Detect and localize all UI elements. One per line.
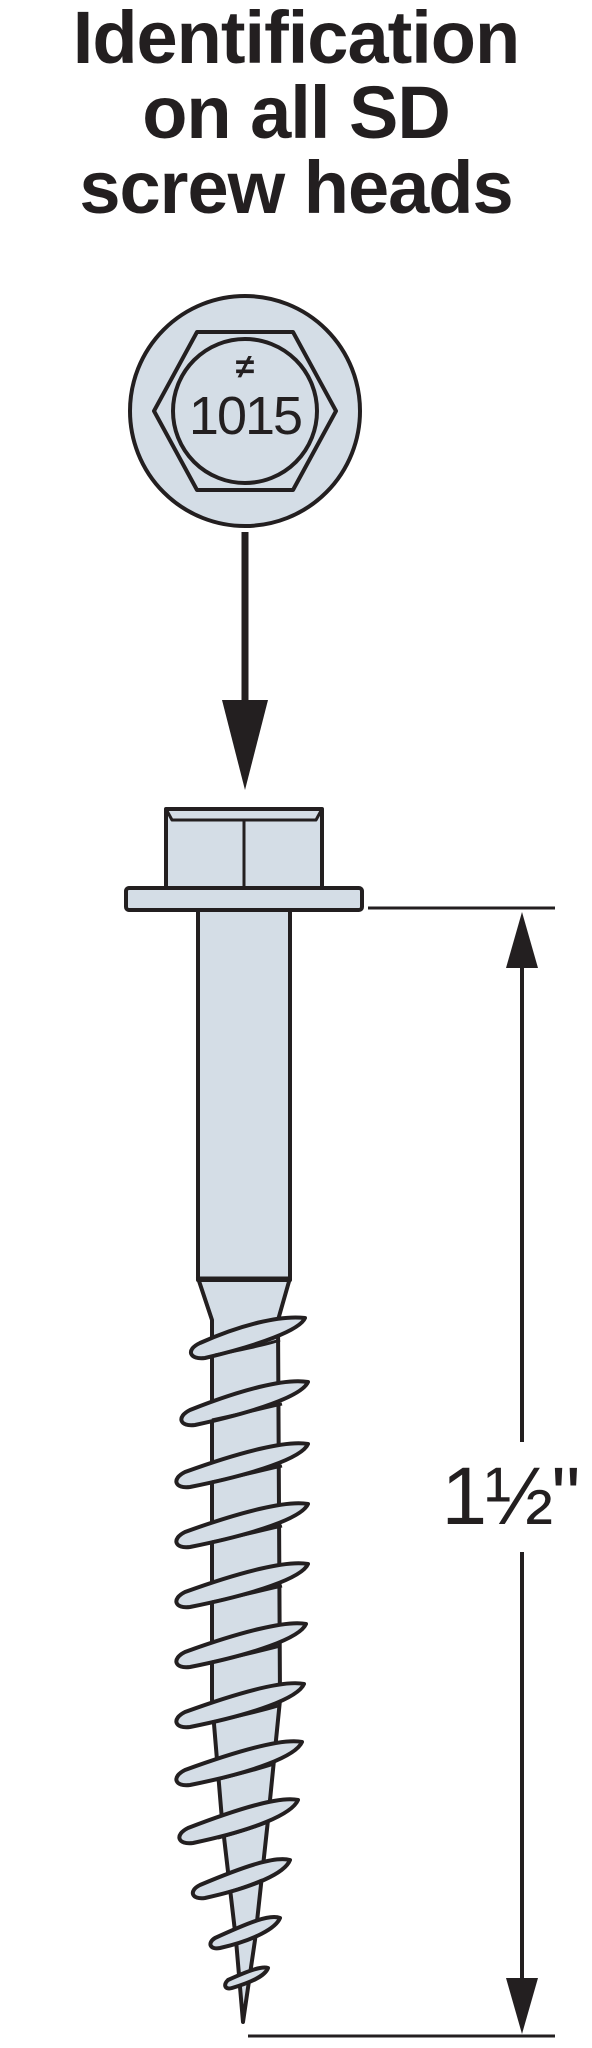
diagram-heading: Identification on all SD screw heads bbox=[0, 0, 592, 225]
thread-inner-lines bbox=[211, 1338, 283, 1895]
head-stamp-symbol: ≠ bbox=[236, 348, 255, 386]
hex-head-chamfer bbox=[164, 808, 324, 822]
head-stamp-code: 1015 bbox=[189, 386, 301, 446]
screw-washer-flange bbox=[124, 886, 364, 912]
dimension-arrow-top bbox=[506, 912, 538, 968]
screw-shank bbox=[196, 908, 292, 1282]
heading-line-3: screw heads bbox=[79, 146, 513, 229]
pointer-arrow-head bbox=[222, 700, 268, 790]
screw-head-top-view: ≠ 1015 bbox=[128, 294, 362, 528]
thread-crests bbox=[174, 1315, 310, 1991]
heading-line-2: on all SD bbox=[142, 71, 451, 154]
dimension-arrow-bottom bbox=[506, 1978, 538, 2034]
pointer-arrow bbox=[222, 532, 268, 790]
length-label: 1½" bbox=[440, 1442, 581, 1552]
screw-side-view bbox=[124, 807, 364, 2024]
heading-line-1: Identification bbox=[72, 0, 520, 79]
head-center-circle bbox=[171, 337, 319, 485]
